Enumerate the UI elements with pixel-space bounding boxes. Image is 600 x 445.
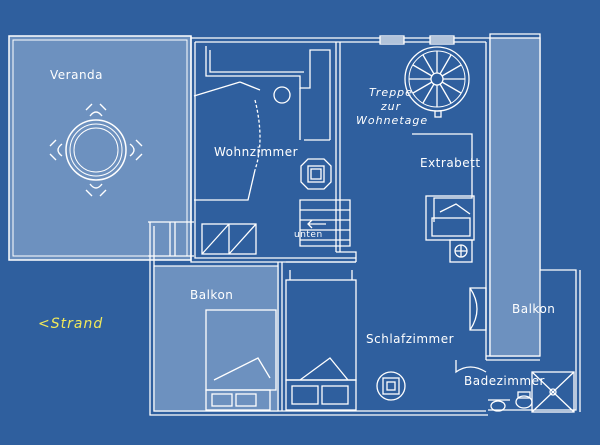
label-extrabett: Extrabett xyxy=(420,156,481,170)
balkon-right-area xyxy=(488,37,581,412)
window-icon xyxy=(379,35,455,45)
round-table-icon xyxy=(49,103,143,197)
stool-icon xyxy=(376,371,406,401)
label-treppe-line3: Wohnetage xyxy=(356,114,429,127)
label-wohnzimmer: Wohnzimmer xyxy=(214,145,299,159)
label-treppe: Treppe zur Wohnetage xyxy=(356,86,429,128)
bed-icon xyxy=(205,309,277,411)
wohnzimmer-room xyxy=(193,46,351,255)
label-balkon-left: Balkon xyxy=(190,288,234,302)
veranda-area xyxy=(8,35,192,261)
label-balkon-right: Balkon xyxy=(512,302,556,316)
badezimmer-room xyxy=(455,360,575,413)
table-icon xyxy=(300,158,332,190)
spiral-staircase-icon xyxy=(404,46,470,118)
extra-bed-icon xyxy=(412,133,475,263)
balkon-left-area xyxy=(153,265,279,412)
label-unten: unten xyxy=(294,230,323,240)
label-badezimmer: Badezimmer xyxy=(464,374,545,388)
direction-label-strand: <Strand xyxy=(38,316,104,332)
door-icon xyxy=(469,287,487,331)
label-veranda: Veranda xyxy=(50,68,104,82)
label-schlafzimmer: Schlafzimmer xyxy=(366,332,455,346)
label-treppe-line1: Treppe xyxy=(369,86,413,99)
label-treppe-line2: zur xyxy=(380,100,402,113)
double-bed-icon xyxy=(285,270,357,411)
